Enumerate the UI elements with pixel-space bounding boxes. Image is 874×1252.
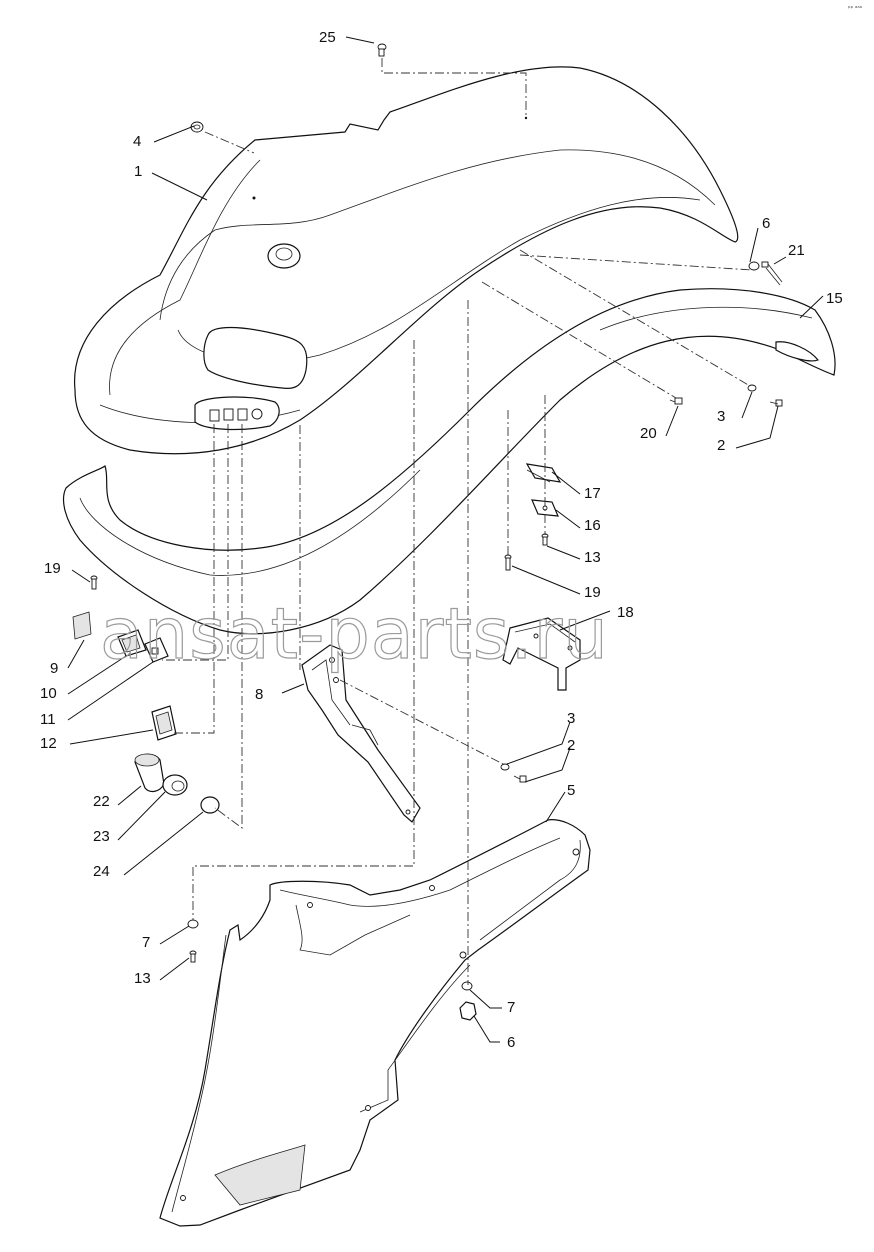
callout-24: 24 — [93, 863, 110, 880]
part-22-knob — [134, 753, 165, 793]
part-9-label — [72, 611, 92, 640]
callout-22: 22 — [93, 793, 110, 810]
callout-10: 10 — [40, 685, 57, 702]
callout-4: 4 — [133, 133, 141, 150]
callout-19-left: 19 — [44, 560, 61, 577]
part-11-switch — [144, 637, 169, 663]
part-23-ring — [162, 774, 188, 796]
part-13-screw-lower — [189, 950, 197, 963]
callout-5: 5 — [567, 782, 575, 799]
part-13-screw-upper — [541, 533, 549, 546]
callout-23: 23 — [93, 828, 110, 845]
callout-8: 8 — [255, 686, 263, 703]
callout-16: 16 — [584, 517, 601, 534]
callout-7-right: 7 — [507, 999, 515, 1016]
part-21-bolt — [761, 261, 783, 286]
part-19-screw-right — [504, 554, 512, 571]
part-3-washer-lower — [500, 763, 510, 771]
part-8-support-bracket — [301, 644, 421, 823]
callout-3-upper: 3 — [717, 408, 725, 425]
callout-20: 20 — [640, 425, 657, 442]
callout-6-upper: 6 — [762, 215, 770, 232]
corner-mark: ᵖᵖ ᵃᵃᵃ — [848, 5, 862, 12]
callout-7-left: 7 — [142, 934, 150, 951]
callout-leaders — [67, 36, 824, 1043]
watermark-text: ansat-parts.ru — [100, 593, 609, 675]
part-2-bolt-lower — [513, 775, 527, 783]
assembly-lines — [162, 58, 753, 985]
callout-2-lower: 2 — [567, 737, 575, 754]
part-5-inner-liner — [159, 819, 591, 1227]
callout-17: 17 — [584, 485, 601, 502]
part-10-switch — [117, 629, 147, 657]
part-7-washer-left — [187, 919, 199, 929]
part-12-switch — [151, 705, 177, 741]
part-20-bolt — [669, 397, 683, 405]
part-6-washer — [748, 261, 760, 271]
part-19-screw-left — [90, 575, 98, 590]
callout-25: 25 — [319, 29, 336, 46]
callout-13-upper: 13 — [584, 549, 601, 566]
callout-21: 21 — [788, 242, 805, 259]
callout-18: 18 — [617, 604, 634, 621]
callout-11: 11 — [40, 711, 56, 728]
part-15-fender-lip — [62, 288, 836, 635]
part-6-nut-right — [459, 1001, 477, 1021]
part-4-clip — [190, 121, 204, 133]
callout-3-lower: 3 — [567, 710, 575, 727]
callout-19-right: 19 — [584, 584, 601, 601]
part-18-bracket — [502, 617, 581, 691]
part-1-fender-cover — [74, 66, 739, 455]
callout-15: 15 — [826, 290, 843, 307]
callout-6-lower: 6 — [507, 1034, 515, 1051]
hardware-parts — [72, 43, 783, 1021]
part-17-clip-nut — [525, 463, 562, 483]
part-25-screw — [377, 43, 387, 57]
part-7-washer-right — [461, 981, 473, 991]
callout-labels: 25 4 1 6 21 15 3 2 20 17 16 13 19 18 19 … — [40, 29, 843, 1051]
callout-13-lower: 13 — [134, 970, 151, 987]
callout-9: 9 — [50, 660, 58, 677]
part-24-cap — [200, 796, 220, 814]
callout-1: 1 — [134, 163, 142, 180]
callout-2-upper: 2 — [717, 437, 725, 454]
callout-12: 12 — [40, 735, 57, 752]
part-2-bolt-upper — [769, 399, 783, 407]
part-3-washer-upper — [747, 384, 757, 392]
